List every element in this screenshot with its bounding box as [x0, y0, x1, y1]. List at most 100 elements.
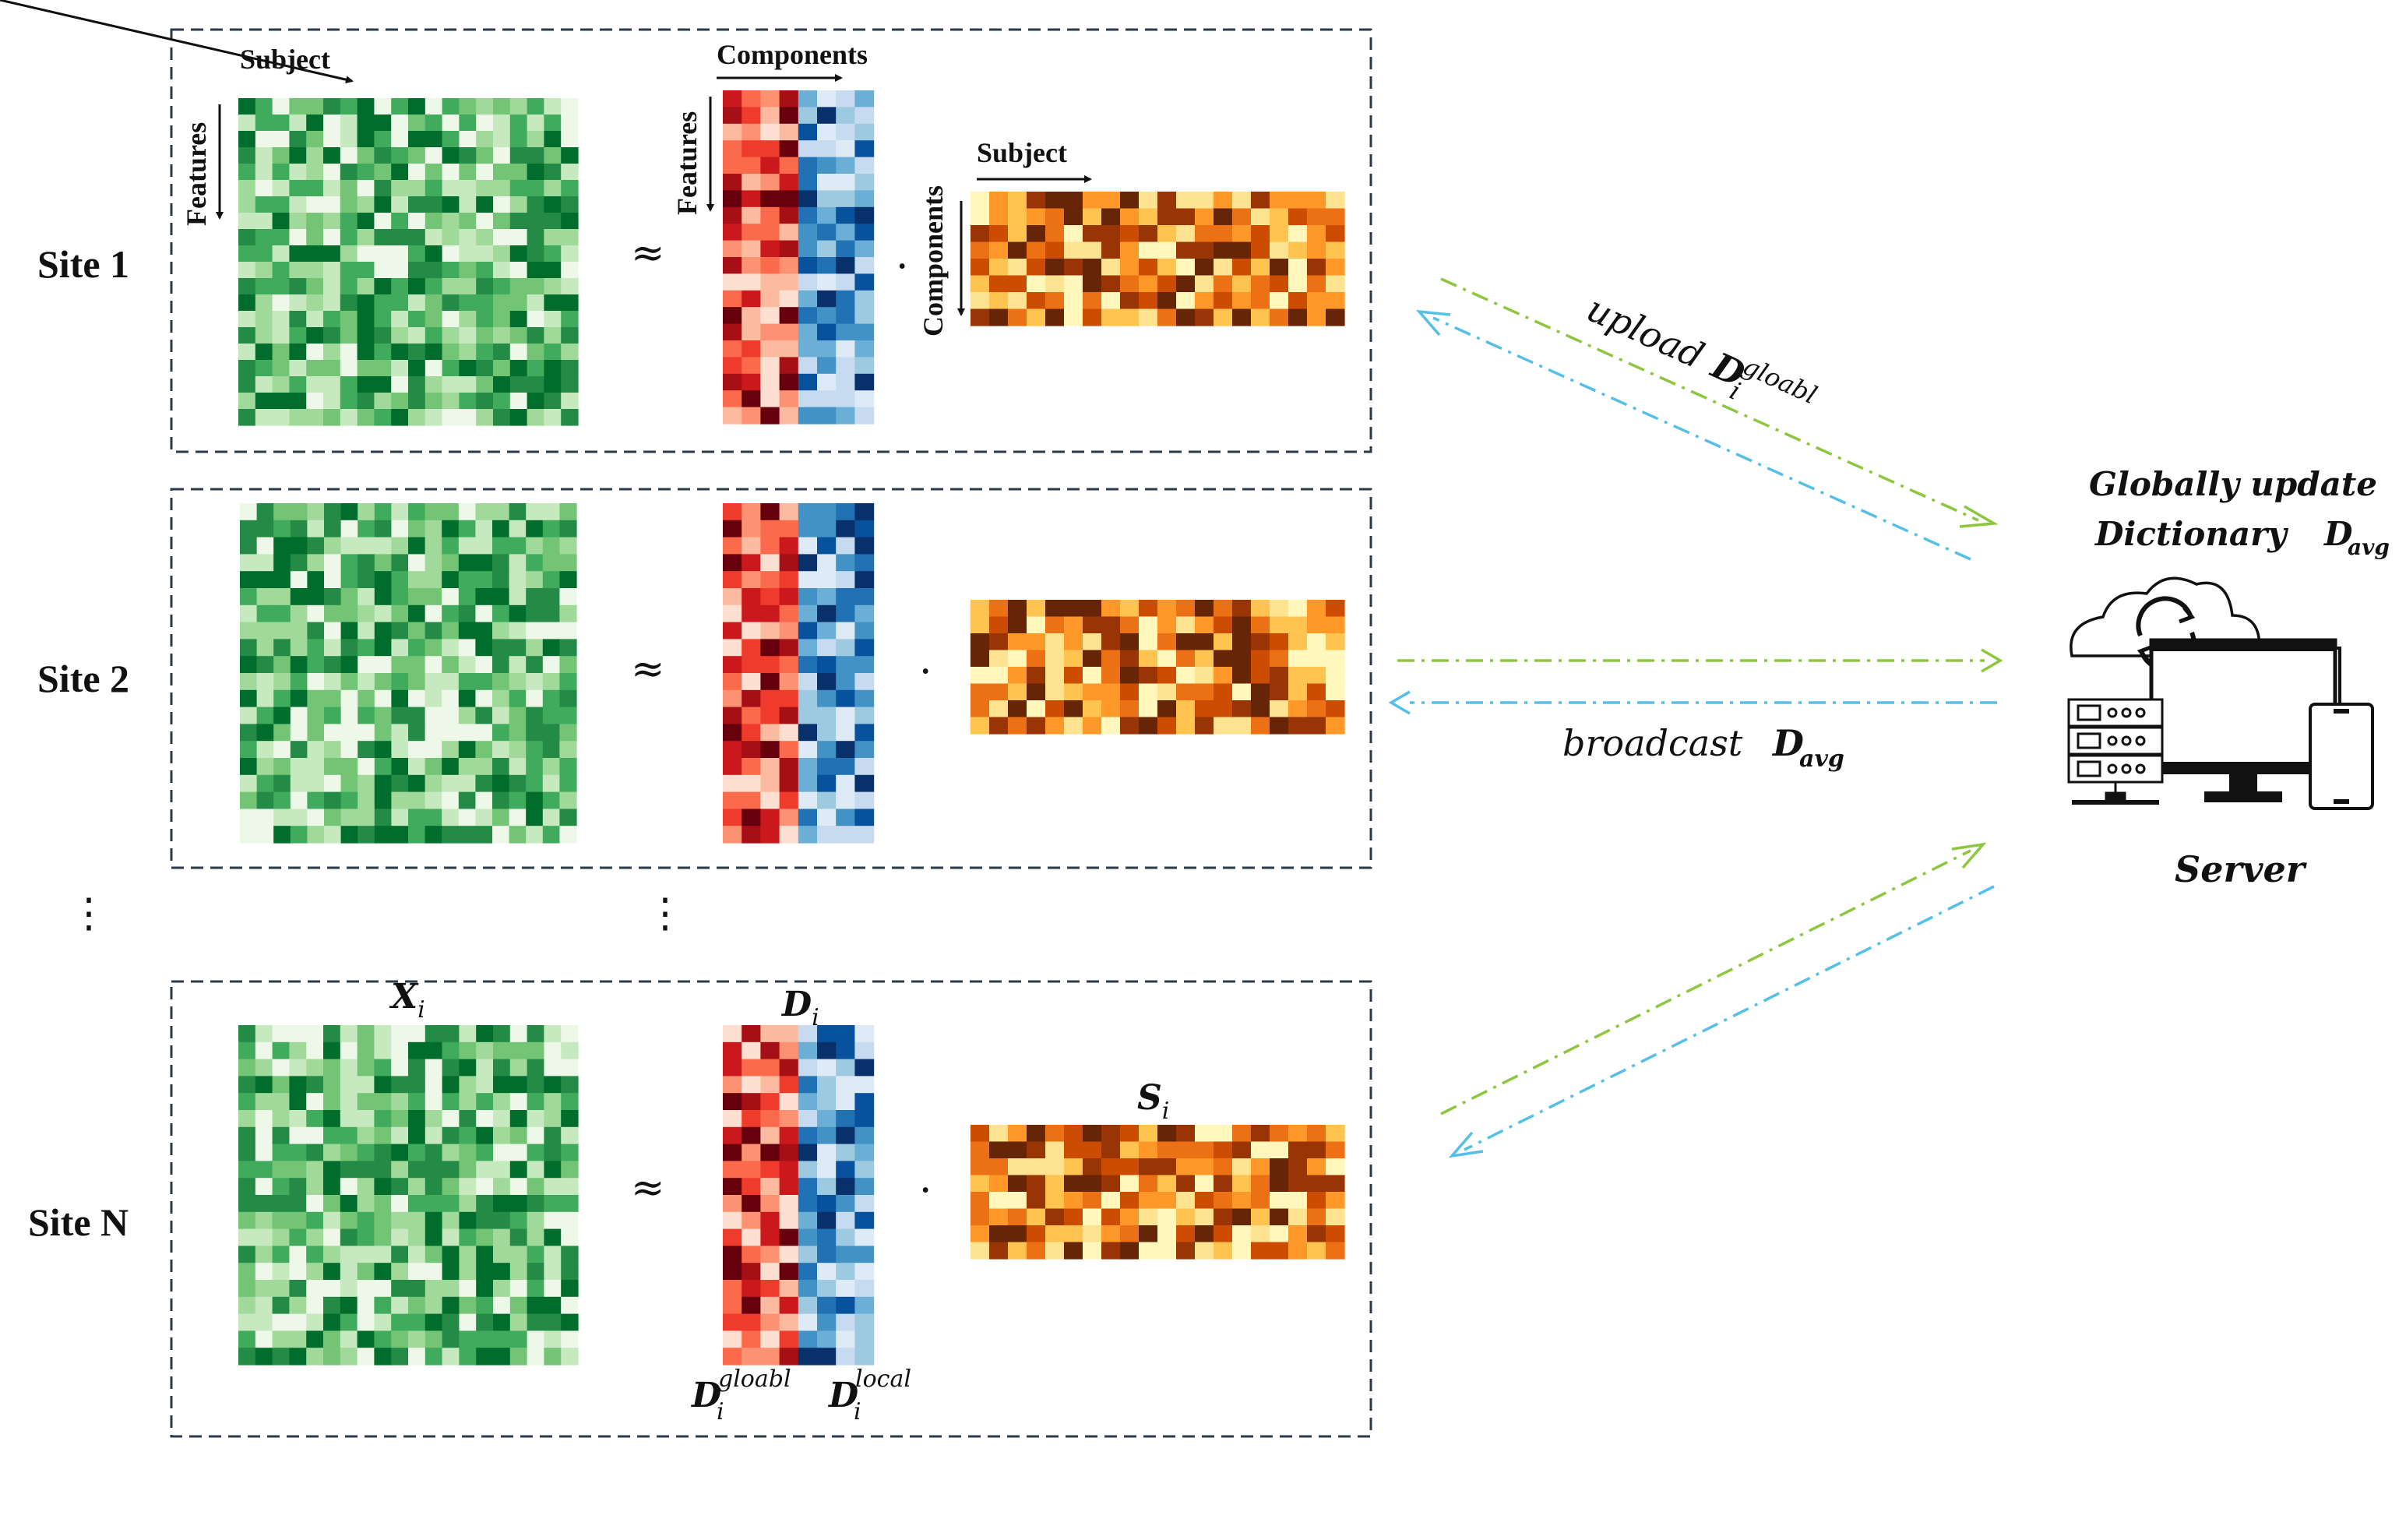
- heatmap-cell: [971, 1175, 990, 1193]
- heatmap-cell: [324, 774, 342, 793]
- heatmap-cell: [391, 791, 409, 809]
- heatmap-cell: [424, 98, 443, 115]
- heatmap-cell: [760, 656, 780, 674]
- heatmap-cell: [238, 311, 256, 328]
- heatmap-cell: [424, 1246, 443, 1263]
- heatmap-cell: [561, 229, 579, 246]
- heatmap-cell: [289, 164, 307, 181]
- heatmap-cell: [760, 1330, 780, 1348]
- heatmap-cell: [509, 588, 527, 606]
- heatmap-cell: [742, 390, 761, 408]
- heatmap-cell: [424, 588, 442, 606]
- heatmap-cell: [255, 360, 273, 377]
- heatmap-cell: [1139, 192, 1158, 210]
- heatmap-cell: [836, 1228, 855, 1246]
- heatmap-cell: [374, 791, 392, 809]
- heatmap-cell: [374, 1144, 392, 1161]
- site-1-upload-arrow: [1440, 277, 1999, 528]
- heatmap-cell: [1045, 600, 1065, 618]
- heatmap-cell: [306, 1041, 324, 1060]
- heatmap-cell: [1214, 717, 1233, 735]
- heatmap-cell: [1288, 1158, 1308, 1176]
- heatmap-cell: [408, 1330, 426, 1348]
- heatmap-cell: [340, 826, 358, 844]
- heatmap-cell: [493, 1263, 511, 1281]
- heatmap-cell: [854, 174, 875, 191]
- heatmap-cell: [290, 656, 308, 674]
- heatmap-cell: [527, 147, 544, 164]
- heatmap-cell: [561, 98, 579, 115]
- heatmap-cell: [442, 1296, 460, 1315]
- heatmap-cell: [760, 1296, 780, 1315]
- heatmap-cell: [357, 1059, 375, 1077]
- heatmap-cell: [760, 537, 780, 555]
- heatmap-cell: [742, 758, 761, 776]
- heatmap-cell: [324, 503, 342, 521]
- heatmap-cell: [238, 376, 256, 393]
- heatmap-cell: [836, 174, 855, 191]
- heatmap-cell: [509, 262, 528, 279]
- heatmap-cell: [238, 1178, 256, 1196]
- heatmap-cell: [854, 1093, 875, 1111]
- heatmap-cell: [542, 554, 560, 572]
- heatmap-cell: [723, 571, 742, 589]
- heatmap-cell: [374, 278, 392, 295]
- heatmap-cell: [442, 588, 460, 606]
- heatmap-cell: [272, 229, 290, 246]
- heatmap-cell: [509, 115, 528, 132]
- heatmap-cell: [1157, 192, 1177, 210]
- heatmap-cell: [527, 327, 544, 344]
- heatmap-cell: [459, 1041, 477, 1060]
- heatmap-cell: [255, 1025, 273, 1043]
- heatmap-cell: [723, 1059, 742, 1077]
- heatmap-cell: [476, 1059, 494, 1077]
- monitor-icon: [2149, 638, 2337, 802]
- heatmap-cell: [493, 294, 511, 312]
- heatmap-cell: [1288, 650, 1308, 668]
- heatmap-cell: [391, 393, 409, 410]
- heatmap-cell: [459, 1144, 477, 1161]
- heatmap-cell: [493, 1296, 511, 1315]
- heatmap-cell: [1176, 667, 1196, 685]
- heatmap-cell: [760, 673, 780, 691]
- heatmap-cell: [817, 1178, 837, 1196]
- heatmap-cell: [256, 554, 274, 572]
- svg-text:gloabl: gloabl: [1738, 351, 1822, 410]
- heatmap-cell: [760, 639, 780, 657]
- heatmap-cell: [798, 407, 818, 425]
- heatmap-cell: [324, 724, 342, 742]
- heatmap-cell: [1251, 1242, 1270, 1260]
- heatmap-cell: [374, 262, 392, 279]
- heatmap-cell: [1270, 600, 1289, 618]
- heatmap-cell: [493, 1144, 511, 1161]
- heatmap-cell: [424, 344, 443, 361]
- heatmap-cell: [408, 1263, 426, 1281]
- heatmap-cell: [442, 741, 460, 759]
- heatmap-cell: [1045, 192, 1065, 210]
- heatmap-cell: [272, 327, 290, 344]
- heatmap-cell: [358, 724, 375, 742]
- heatmap-cell: [442, 673, 460, 691]
- heatmap-cell: [391, 741, 409, 759]
- heatmap-cell: [742, 323, 761, 341]
- heatmap-cell: [307, 826, 325, 844]
- heatmap-cell: [798, 1296, 818, 1315]
- heatmap-cell: [255, 393, 273, 410]
- heatmap-cell: [493, 1076, 511, 1094]
- heatmap-cell: [509, 1313, 528, 1331]
- heatmap-cell: [306, 1195, 324, 1213]
- heatmap-cell: [509, 311, 528, 328]
- heatmap-cell: [424, 1025, 443, 1043]
- heatmap-cell: [1139, 241, 1158, 259]
- heatmap-cell: [391, 571, 409, 589]
- heatmap-cell: [723, 689, 742, 708]
- heatmap-cell: [458, 741, 476, 759]
- heatmap-cell: [971, 192, 990, 210]
- heatmap-cell: [306, 98, 324, 115]
- heatmap-cell: [358, 639, 375, 657]
- heatmap-cell: [1008, 633, 1027, 651]
- heatmap-cell: [493, 1025, 511, 1043]
- heatmap-cell: [561, 1161, 579, 1179]
